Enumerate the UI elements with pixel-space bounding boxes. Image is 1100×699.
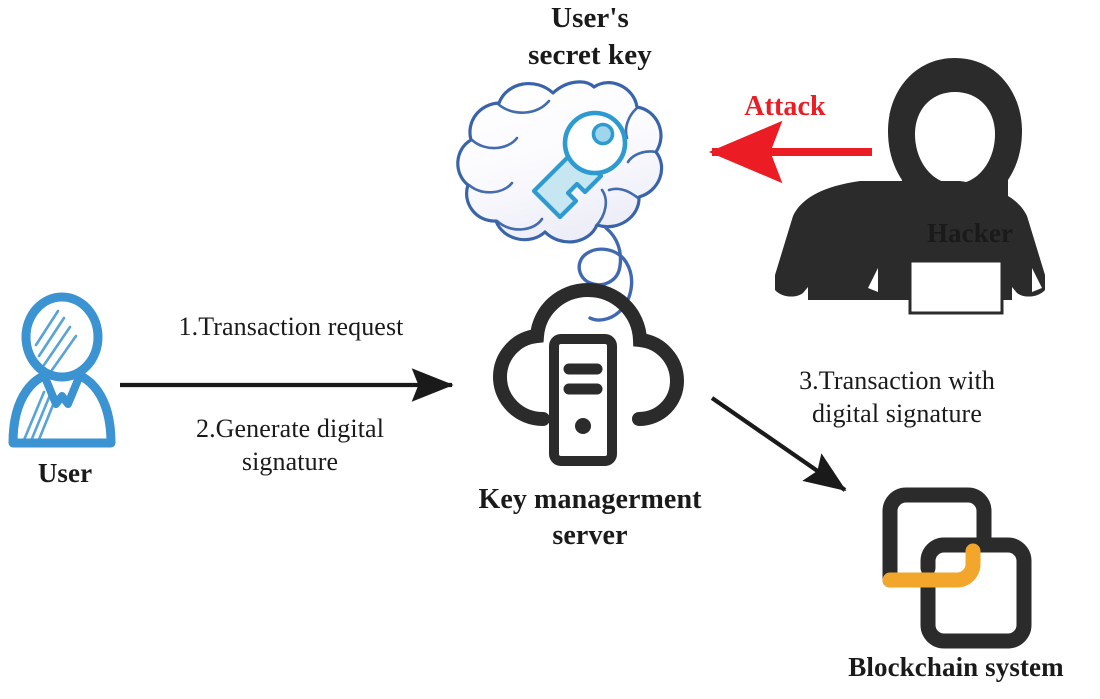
edge-label-transaction-with-digital-signature: 3.Transaction with digital signature — [799, 366, 995, 428]
edge-label-attack: Attack — [744, 91, 826, 122]
key-icon — [531, 110, 628, 220]
hacker-node-label: Hacker — [926, 218, 1014, 248]
edge-label-generate-digital-signature: 2.Generate digital signature — [195, 414, 385, 476]
secret-key-node-label: User's secret key — [528, 2, 652, 71]
blockchain-links-icon — [882, 487, 1032, 649]
key-management-server-node-label: Key managerment server — [478, 484, 702, 551]
blockchain-node-label: Blockchain system — [848, 652, 1064, 682]
user-avatar-icon — [8, 292, 116, 448]
edge-label-transaction-request: 1.Transaction request — [178, 312, 404, 341]
user-node-label: User — [37, 458, 93, 488]
cloud-server-icon — [492, 282, 685, 466]
hacker-hoodie-laptop-icon — [775, 58, 1045, 315]
arrow-server-to-blockchain — [710, 396, 847, 492]
thought-cloud-key-icon — [456, 80, 664, 322]
